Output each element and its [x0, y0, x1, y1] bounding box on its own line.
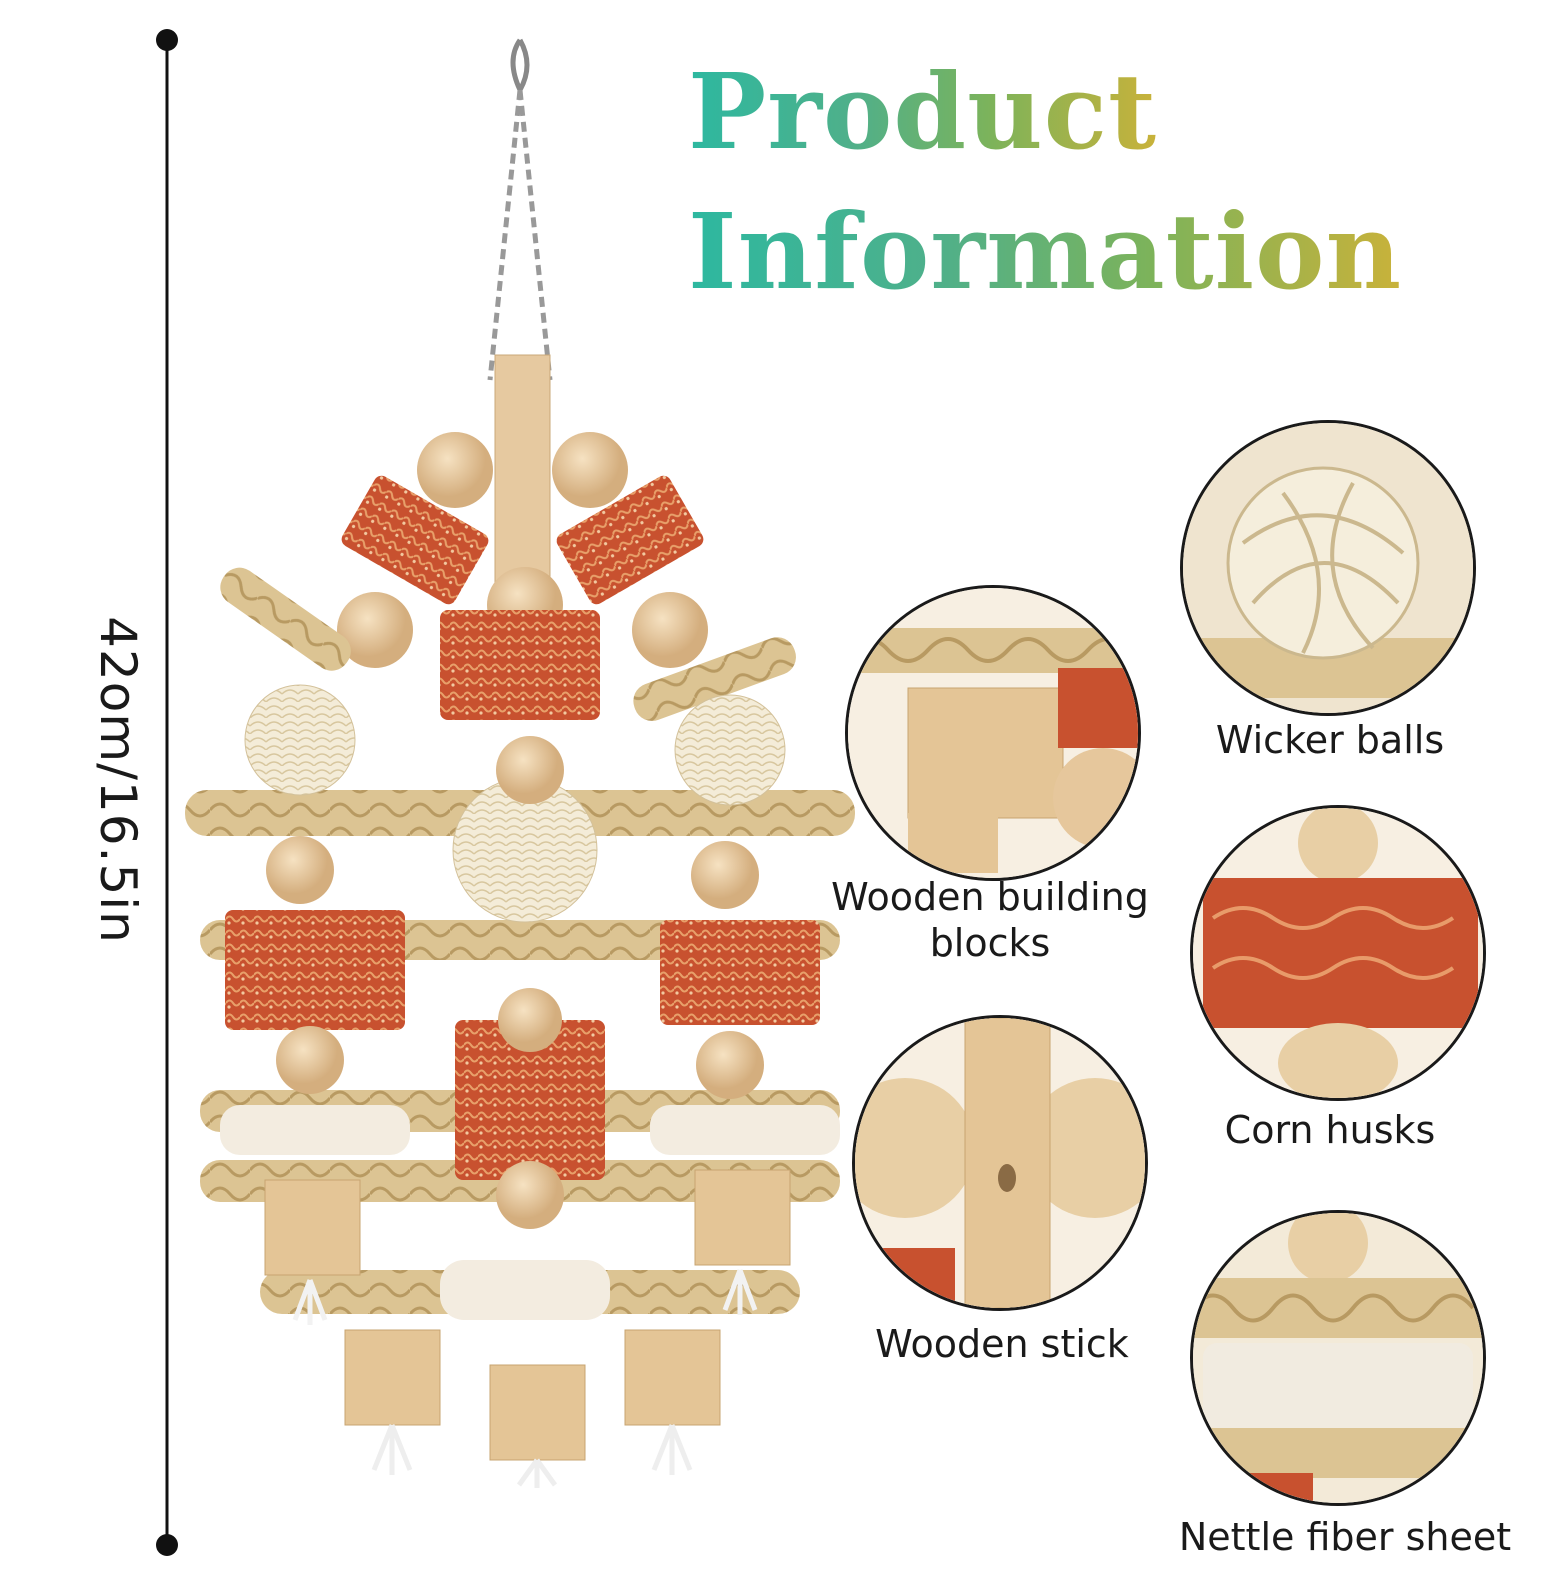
- corn-husk-closeup-icon: [1190, 805, 1486, 1101]
- label-wicker-balls: Wicker balls: [1215, 718, 1445, 762]
- wooden-block-closeup-icon: [845, 585, 1141, 881]
- ruler-top-dot: [156, 29, 178, 51]
- hook-icon: [510, 38, 530, 96]
- nettle-fiber-closeup-icon: [1190, 1210, 1486, 1506]
- title-line-2: Information: [688, 190, 1403, 313]
- ruler-bottom-dot: [156, 1534, 178, 1556]
- label-wooden-building-blocks: Wooden building blocks: [820, 875, 1160, 966]
- wicker-ball-closeup-icon: [1180, 420, 1476, 716]
- label-nettle-fiber-sheet: Nettle fiber sheet: [1178, 1515, 1512, 1559]
- title-line-1: Product: [688, 50, 1158, 173]
- label-wooden-building-blocks-line: Wooden building blocks: [831, 875, 1149, 965]
- label-wooden-stick: Wooden stick: [875, 1322, 1129, 1366]
- chain-right: [517, 89, 553, 381]
- dimension-label: 42om/16.5in: [89, 616, 147, 944]
- chain-left: [487, 89, 523, 381]
- label-corn-husks: Corn husks: [1224, 1108, 1436, 1152]
- ruler-line: [156, 29, 178, 1556]
- wooden-stick-closeup-icon: [852, 1015, 1148, 1311]
- parrot-toy-image: [185, 38, 855, 1488]
